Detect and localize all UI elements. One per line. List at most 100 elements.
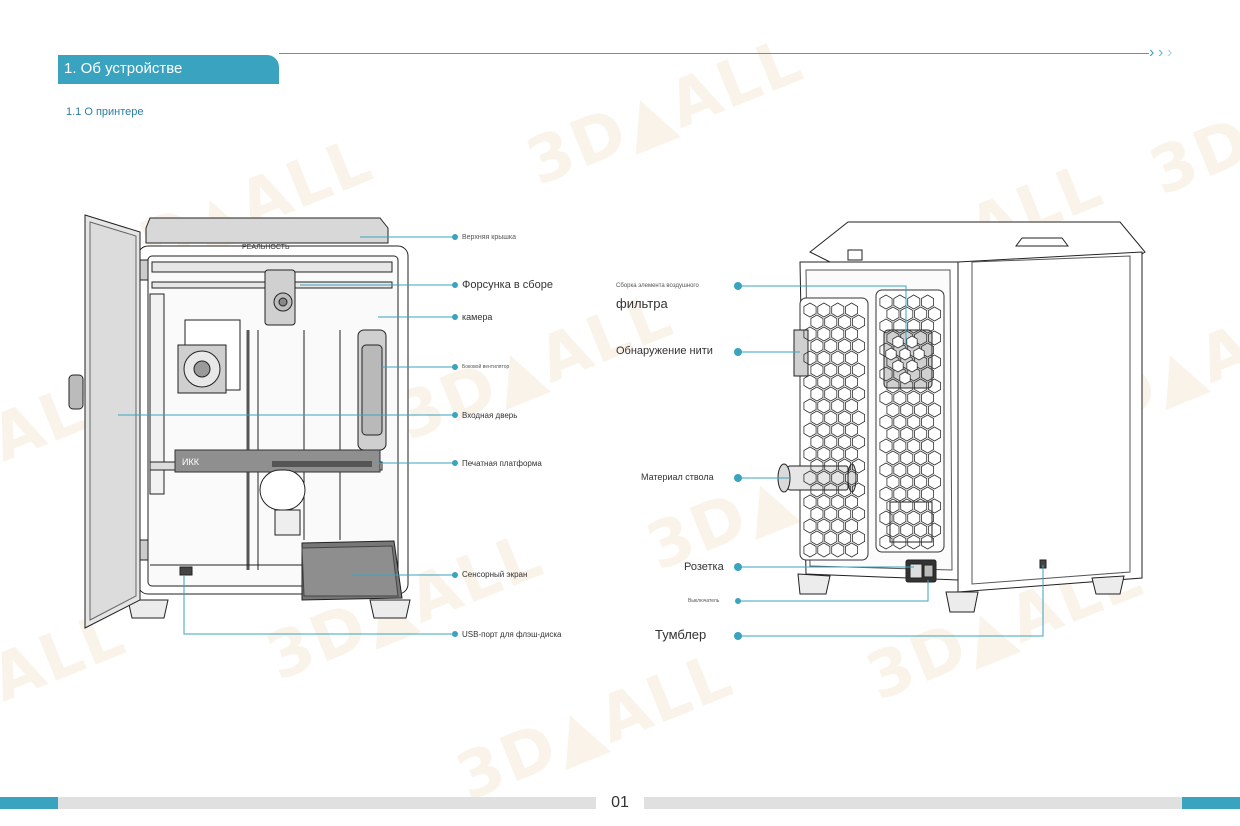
label-entrance-door: Входная дверь	[462, 411, 518, 420]
subsection-title: 1.1 О принтере	[66, 106, 144, 118]
honeycomb-cell	[824, 338, 838, 354]
honeycomb-cell	[900, 474, 914, 490]
honeycomb-cell	[817, 302, 831, 318]
honeycomb-cell	[900, 426, 914, 442]
label-spool-holder: Материал ствола	[641, 472, 714, 482]
label-filament-detection: Обнаружение нити	[616, 345, 713, 357]
honeycomb-cell	[921, 414, 934, 430]
honeycomb-cell	[838, 314, 852, 330]
honeycomb-cell	[845, 422, 858, 438]
honeycomb-cell	[907, 462, 921, 478]
header-rule	[279, 53, 1149, 54]
honeycomb-cell	[886, 522, 900, 538]
honeycomb-cell	[810, 410, 824, 426]
honeycomb-cell	[852, 314, 865, 330]
chevron-right-icon: ›	[1149, 44, 1155, 61]
honeycomb-cell	[824, 458, 838, 474]
honeycomb-cell	[810, 530, 824, 546]
honeycomb-cell	[879, 486, 893, 502]
honeycomb-cell	[817, 422, 831, 438]
platform-text: ИКК	[182, 457, 199, 467]
honeycomb-cell	[885, 347, 897, 361]
honeycomb-cell	[907, 510, 921, 526]
honeycomb-cell	[914, 378, 928, 394]
honeycomb-cell	[803, 542, 817, 558]
honeycomb-cell	[824, 530, 838, 546]
honeycomb-cell	[824, 362, 838, 378]
honeycomb-cell	[824, 434, 838, 450]
honeycomb-cell	[845, 494, 858, 510]
honeycomb-cell	[906, 359, 918, 373]
honeycomb-cell	[824, 506, 838, 522]
honeycomb-cell	[899, 371, 911, 385]
honeycomb-cell	[852, 362, 865, 378]
honeycomb-cell	[928, 330, 941, 346]
honeycomb-cell	[921, 462, 934, 478]
honeycomb-cell	[900, 450, 914, 466]
honeycomb-cell	[886, 378, 900, 394]
honeycomb-cell	[831, 302, 845, 318]
honeycomb-cell	[900, 378, 914, 394]
honeycomb-cell	[845, 350, 858, 366]
honeycomb-cell	[928, 522, 941, 538]
chevron-right-icon: ›	[1167, 44, 1173, 61]
honeycomb-cell	[817, 398, 831, 414]
honeycomb-cell	[921, 294, 934, 310]
label-air-filter-line2: фильтра	[616, 296, 668, 311]
honeycomb-cell	[907, 318, 921, 334]
label-socket: Розетка	[684, 561, 724, 573]
lid-text: РЕАЛЬНОСТЬ	[242, 244, 290, 251]
honeycomb-cell	[810, 362, 824, 378]
honeycomb-cell	[886, 498, 900, 514]
honeycomb-cell	[879, 414, 893, 430]
honeycomb-cell	[852, 506, 865, 522]
label-toggle: Тумблер	[655, 627, 707, 642]
honeycomb-cell	[838, 386, 852, 402]
honeycomb-cell	[845, 302, 858, 318]
honeycomb-cell	[810, 314, 824, 330]
honeycomb-cell	[914, 522, 928, 538]
honeycomb-cell	[803, 518, 817, 534]
honeycomb-cell	[824, 482, 838, 498]
honeycomb-cell	[852, 530, 865, 546]
honeycomb-cell	[921, 366, 934, 382]
honeycomb-cell	[852, 410, 865, 426]
honeycomb-cell	[831, 518, 845, 534]
honeycomb-cell	[899, 347, 911, 361]
honeycomb-cell	[914, 450, 928, 466]
honeycomb-cell	[845, 446, 858, 462]
honeycomb-cell	[879, 318, 893, 334]
honeycomb-cell	[900, 522, 914, 538]
footer-accent-left	[0, 797, 58, 809]
honeycomb-cell	[845, 398, 858, 414]
honeycomb-cell	[845, 542, 858, 558]
honeycomb-cell	[845, 326, 858, 342]
honeycomb-cell	[803, 398, 817, 414]
honeycomb-cell	[810, 482, 824, 498]
honeycomb-cell	[831, 350, 845, 366]
honeycomb-cell	[817, 542, 831, 558]
label-nozzle-assembly: Форсунка в сборе	[462, 279, 553, 291]
label-switch-small: Выключатель	[688, 598, 720, 604]
honeycomb-cell	[852, 434, 865, 450]
honeycomb-cell	[838, 458, 852, 474]
honeycomb-cell	[900, 306, 914, 322]
chevron-right-icon: ›	[1158, 44, 1164, 61]
honeycomb-cell	[817, 326, 831, 342]
honeycomb-cell	[893, 438, 907, 454]
honeycomb-cell	[817, 446, 831, 462]
honeycomb-cell	[831, 542, 845, 558]
honeycomb-cell	[893, 390, 907, 406]
honeycomb-cell	[803, 446, 817, 462]
honeycomb-cell	[921, 510, 934, 526]
honeycomb-cell	[879, 390, 893, 406]
label-air-filter-line1: Сборка элемента воздушного	[616, 283, 699, 289]
honeycomb-cell	[900, 402, 914, 418]
honeycomb-cell	[831, 326, 845, 342]
label-usb-port: USB-порт для флэш-диска	[462, 630, 562, 639]
honeycomb-cell	[928, 402, 941, 418]
honeycomb-cell	[907, 294, 921, 310]
honeycomb-cell	[907, 534, 921, 550]
honeycomb-cell	[928, 354, 941, 370]
